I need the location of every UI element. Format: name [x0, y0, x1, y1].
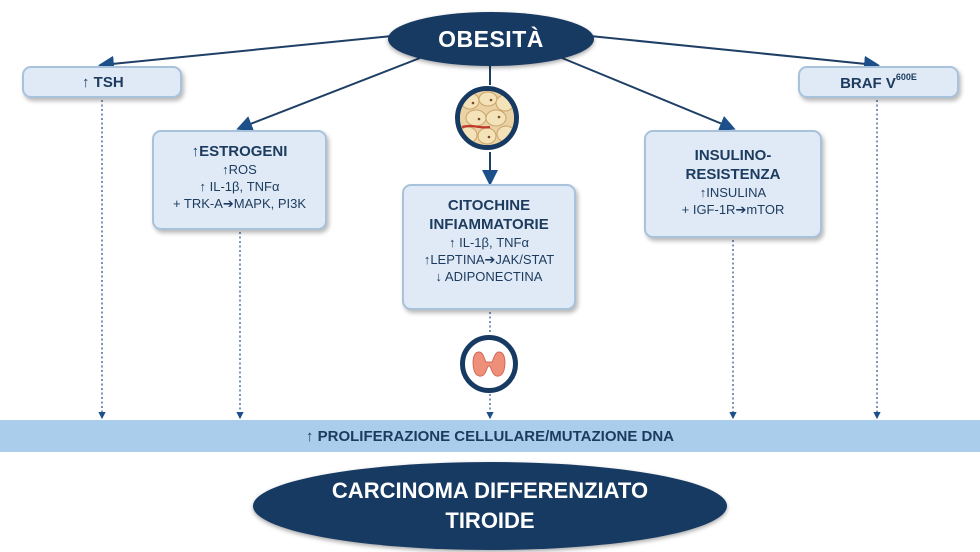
citochine-line: ↑LEPTINA➔JAK/STAT	[423, 252, 555, 267]
insulino-line: ↑INSULINA	[699, 185, 767, 200]
insulino-line: + IGF-1R➔mTOR	[681, 202, 785, 217]
tsh-box: ↑ TSH	[22, 66, 182, 98]
estrogeni-title: ↑ESTROGENI	[191, 143, 288, 160]
thyroid-gland-icon	[460, 335, 518, 393]
citochine-title: CITOCHINE	[447, 197, 531, 214]
braf-label: BRAF V	[840, 75, 896, 92]
arrow-obesita-tsh	[98, 35, 393, 72]
braf-superscript: 600E	[895, 72, 917, 82]
insulino-box: INSULINO- RESISTENZA ↑INSULINA + IGF-1R➔…	[644, 130, 822, 238]
proliferation-band: ↑ PROLIFERAZIONE CELLULARE/MUTAZIONE DNA	[0, 420, 980, 452]
citochine-box: CITOCHINE INFIAMMATORIE ↑ IL-1β, TNFα ↑L…	[402, 184, 576, 310]
carcinoma-node: CARCINOMA DIFFERENZIATO TIROIDE	[253, 462, 727, 550]
carcinoma-line: CARCINOMA DIFFERENZIATO	[331, 478, 649, 503]
insulino-title: RESISTENZA	[685, 166, 781, 183]
arrow-obesita-estrogeni	[236, 57, 421, 132]
arrow-obesita-braf	[589, 35, 880, 72]
adipose-tissue-icon	[455, 86, 519, 150]
estrogeni-line: + TRK-A➔MAPK, PI3K	[172, 196, 307, 211]
braf-box: BRAF V600E	[798, 66, 959, 98]
citochine-line: ↑ IL-1β, TNFα	[449, 235, 529, 250]
obesita-label: OBESITÀ	[438, 25, 544, 52]
insulino-title: INSULINO-	[694, 147, 772, 164]
citochine-title: INFIAMMATORIE	[429, 216, 549, 233]
citochine-line: ↓ ADIPONECTINA	[435, 269, 543, 284]
proliferation-label: ↑ PROLIFERAZIONE CELLULARE/MUTAZIONE DNA	[305, 427, 675, 445]
arrow-obesita-insulino	[561, 57, 736, 131]
estrogeni-box: ↑ESTROGENI ↑ROS ↑ IL-1β, TNFα + TRK-A➔MA…	[152, 130, 327, 230]
estrogeni-line: ↑ROS	[222, 162, 257, 177]
obesita-node: OBESITÀ	[388, 12, 594, 66]
tsh-label: ↑ TSH	[82, 74, 124, 91]
carcinoma-line: TIROIDE	[445, 508, 535, 533]
estrogeni-line: ↑ IL-1β, TNFα	[199, 179, 280, 194]
